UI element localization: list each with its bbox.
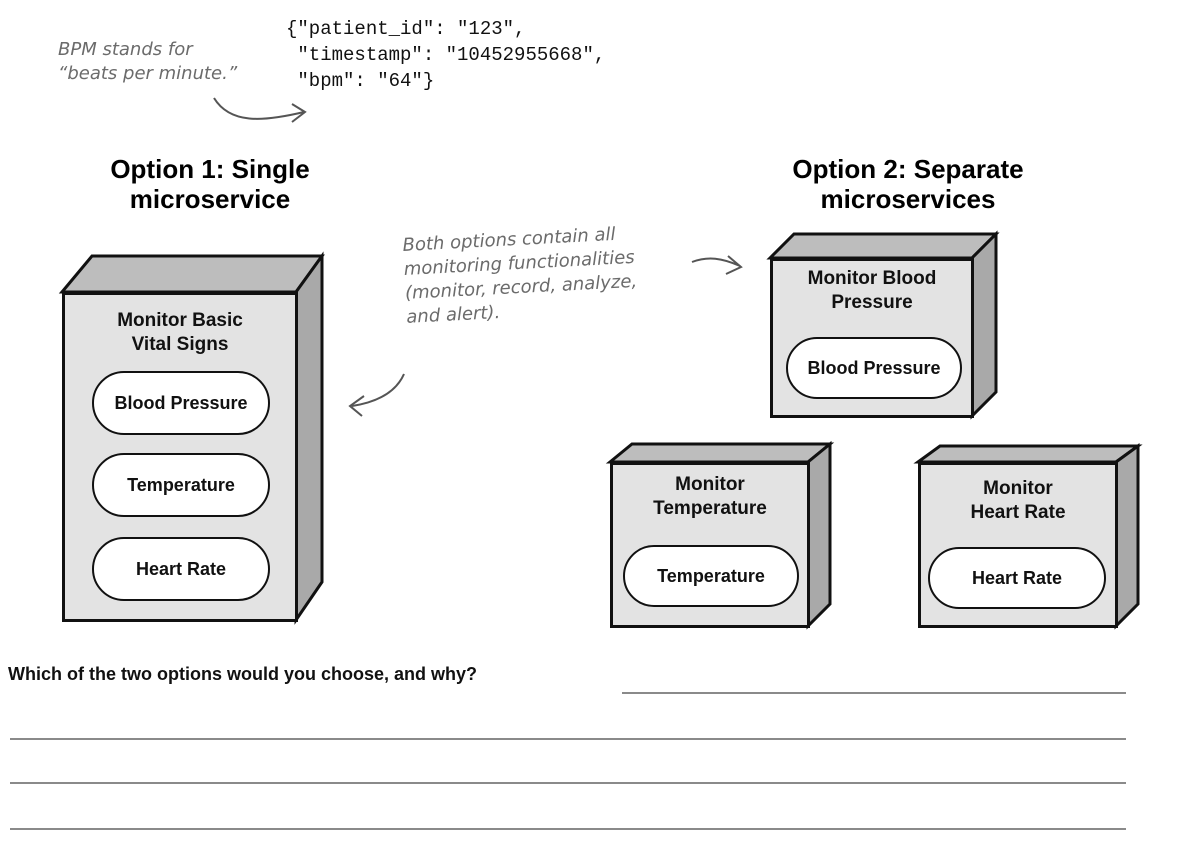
note-line: “beats per minute.” — [58, 63, 238, 84]
service-title-line: Vital Signs — [131, 334, 229, 355]
service-title-line: Temperature — [653, 498, 767, 519]
service-title-line: Monitor — [983, 478, 1053, 499]
box-side-face — [806, 440, 832, 630]
service-title: Monitor Temperature — [613, 473, 807, 521]
json-sample: {"patient_id": "123", "timestamp": "1045… — [286, 16, 605, 94]
heading-line: Option 2: Separate — [792, 154, 1024, 184]
bpm-arrow-icon — [213, 97, 305, 120]
question-prompt: Which of the two options would you choos… — [8, 664, 477, 684]
box-top-face — [766, 232, 1000, 260]
answer-line[interactable] — [10, 738, 1126, 740]
heading-line: Option 1: Single — [110, 154, 310, 184]
box-top-face — [58, 254, 325, 294]
option1-heading: Option 1: Single microservice — [60, 154, 360, 214]
box-side-face — [970, 230, 998, 420]
box-side-face — [1114, 443, 1140, 630]
capability-temperature: Temperature — [623, 545, 799, 607]
json-line: "timestamp": "10452955668", — [286, 44, 606, 66]
capability-blood-pressure: Blood Pressure — [786, 337, 962, 399]
service-title-line: Monitor Basic — [117, 310, 243, 331]
json-line: {"patient_id": "123", — [286, 18, 526, 40]
box-side-face — [294, 251, 324, 625]
service-title-line: Monitor — [675, 474, 745, 495]
capability-heart-rate: Heart Rate — [928, 547, 1106, 609]
answer-line[interactable] — [10, 782, 1126, 784]
note-line: BPM stands for — [58, 39, 193, 60]
heading-line: microservices — [820, 184, 996, 214]
box-top-face — [605, 442, 835, 464]
option2-heading: Option 2: Separate microservices — [748, 154, 1068, 214]
heading-line: microservice — [129, 184, 291, 214]
service-title-line: Pressure — [831, 292, 913, 313]
service-title: Monitor Blood Pressure — [773, 267, 971, 315]
bpm-note: BPM stands for “beats per minute.” — [58, 38, 278, 86]
service-title-line: Heart Rate — [970, 502, 1066, 523]
single-microservice-box: Monitor Basic Vital Signs Blood Pressure… — [62, 292, 298, 622]
answer-line[interactable] — [10, 828, 1126, 830]
option1-arrow-icon — [351, 373, 405, 407]
temperature-microservice-box: Monitor Temperature Temperature — [610, 462, 810, 628]
option2-arrow-icon — [691, 257, 741, 267]
heart-rate-microservice-box: Monitor Heart Rate Heart Rate — [918, 462, 1118, 628]
capability-blood-pressure: Blood Pressure — [92, 371, 270, 435]
blood-pressure-microservice-box: Monitor Blood Pressure Blood Pressure — [770, 258, 974, 418]
service-title: Monitor Basic Vital Signs — [65, 309, 295, 357]
box-top-face — [913, 444, 1143, 464]
capability-heart-rate: Heart Rate — [92, 537, 270, 601]
service-title-line: Monitor Blood — [807, 268, 937, 289]
service-title: Monitor Heart Rate — [921, 477, 1115, 525]
answer-line[interactable] — [622, 692, 1126, 694]
json-line: "bpm": "64"} — [286, 70, 435, 92]
capability-temperature: Temperature — [92, 453, 270, 517]
